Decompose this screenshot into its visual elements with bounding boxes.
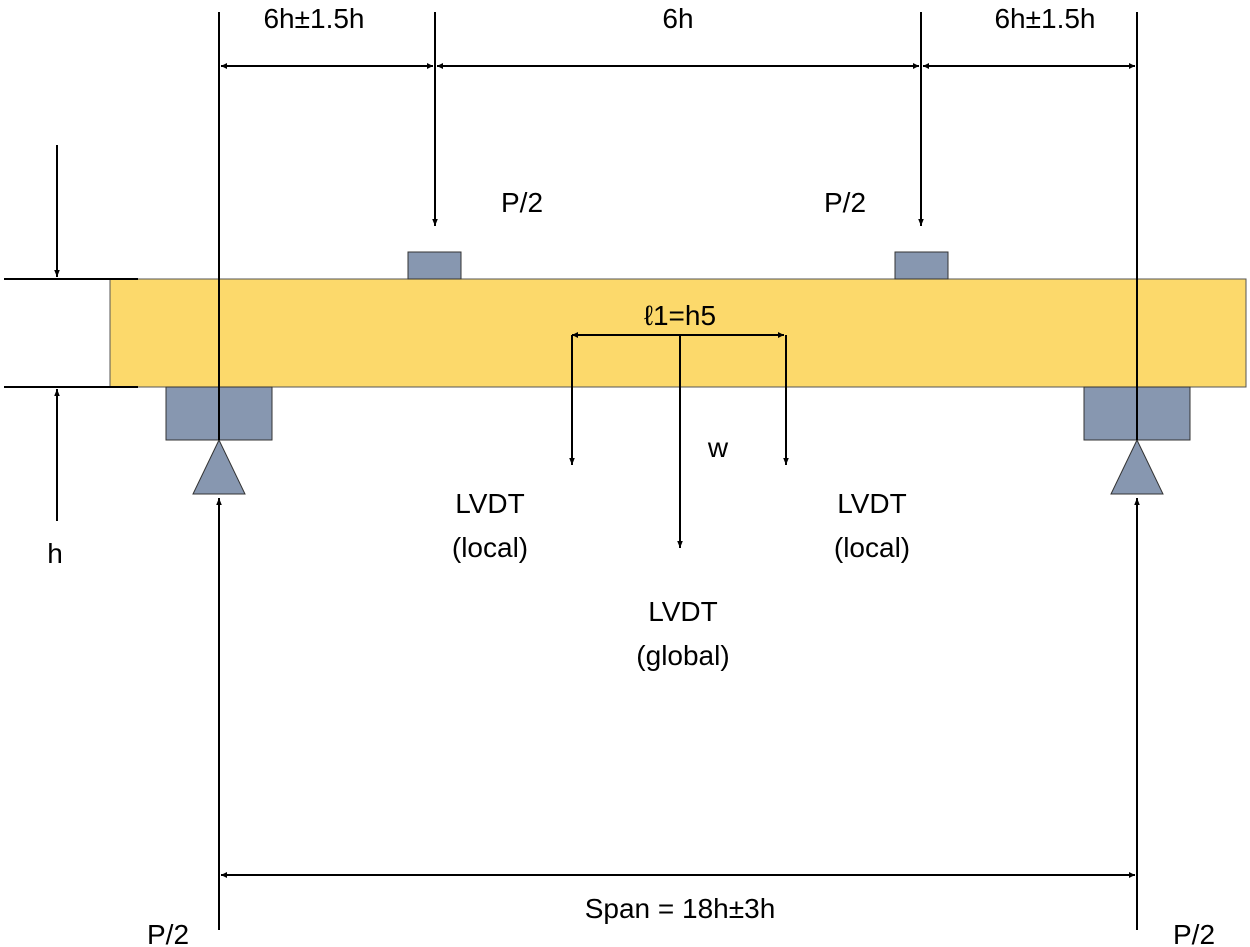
depth-label: h: [47, 538, 63, 569]
lvdt-local-right-line1: LVDT: [837, 488, 907, 519]
deflection-label: w: [707, 432, 729, 463]
lvdt-local-right-line2: (local): [834, 532, 910, 563]
left-shear-span-label: 6h±1.5h: [263, 3, 364, 34]
left-reaction-label: P/2: [147, 919, 189, 947]
lvdt-global-line1: LVDT: [648, 596, 718, 627]
gauge-length-label: ℓ1=h5: [644, 300, 716, 331]
beam: [109, 278, 1247, 388]
right-reaction-label: P/2: [1173, 919, 1215, 947]
middle-span-label: 6h: [662, 3, 693, 34]
right-load-label: P/2: [824, 187, 866, 218]
span-label: Span = 18h±3h: [585, 893, 776, 924]
lvdt-global-line2: (global): [636, 640, 729, 671]
left-load-label: P/2: [501, 187, 543, 218]
right-pin-support: [1110, 438, 1164, 495]
lvdt-local-left-line2: (local): [452, 532, 528, 563]
right-load-plate: [894, 251, 949, 280]
lvdt-local-left-line1: LVDT: [455, 488, 525, 519]
right-shear-span-label: 6h±1.5h: [994, 3, 1095, 34]
left-load-plate: [407, 251, 462, 280]
left-pin-support: [192, 438, 246, 495]
